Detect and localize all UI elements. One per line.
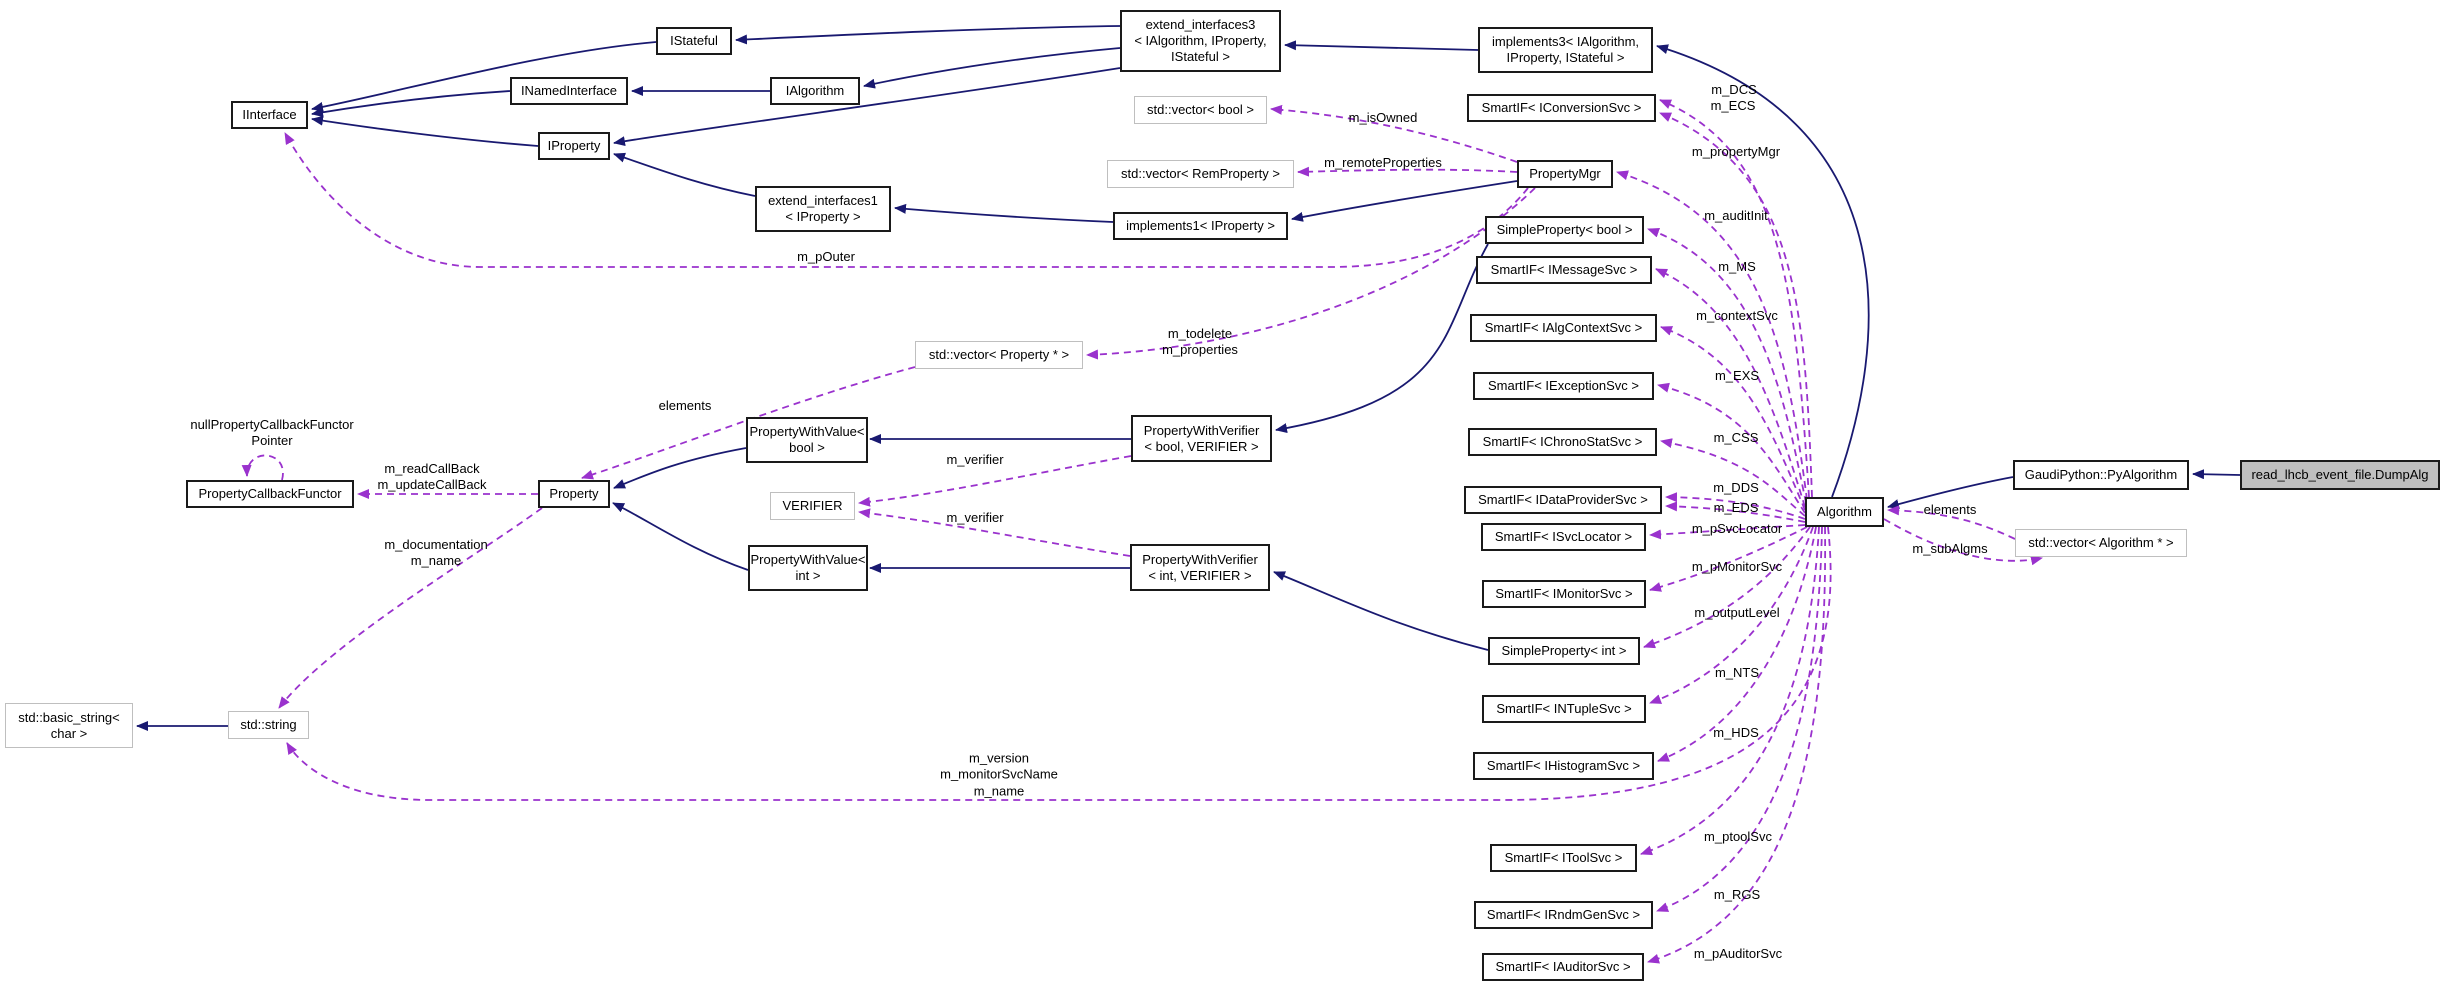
node-istateful[interactable]: IStateful	[656, 27, 732, 55]
node-std-vector-bool: std::vector< bool >	[1134, 96, 1267, 124]
edge-algorithm-isvclocator	[1649, 524, 1806, 540]
node-smartif-idataprovidersvc[interactable]: SmartIF< IDataProviderSvc >	[1464, 486, 1662, 514]
node-propertycallbackfunctor[interactable]: PropertyCallbackFunctor	[186, 480, 354, 508]
edge-dumpalg-pyalgorithm	[2192, 469, 2241, 480]
node-extend-interfaces3[interactable]: extend_interfaces3 < IAlgorithm, IProper…	[1120, 10, 1281, 72]
node-gaudipython-pyalgorithm[interactable]: GaudiPython::PyAlgorithm	[2013, 460, 2189, 490]
node-simpleproperty-int[interactable]: SimpleProperty< int >	[1488, 637, 1640, 665]
node-implements3[interactable]: implements3< IAlgorithm, IProperty, ISta…	[1478, 27, 1653, 73]
node-algorithm[interactable]: Algorithm	[1805, 497, 1884, 527]
edge-propertymgr-implements1	[1291, 180, 1518, 222]
node-smartif-ichronostatsvc[interactable]: SmartIF< IChronoStatSvc >	[1468, 428, 1657, 456]
edge-propertymgr-iinterface-mpouter	[284, 132, 1529, 268]
node-inamedinterface[interactable]: INamedInterface	[510, 77, 628, 105]
edge-propertymgr-vector_remproperty	[1297, 166, 1518, 177]
edge-algorithm-ihistogramsvc	[1657, 526, 1817, 762]
node-propertywithvalue-bool[interactable]: PropertyWithValue< bool >	[746, 417, 868, 463]
node-simpleproperty-bool[interactable]: SimpleProperty< bool >	[1485, 216, 1644, 244]
edge-algorithm-ichronostatsvc	[1660, 438, 1806, 517]
node-smartif-intuplesvc[interactable]: SmartIF< INTupleSvc >	[1482, 695, 1646, 723]
node-smartif-itoolsvc[interactable]: SmartIF< IToolSvc >	[1490, 844, 1637, 872]
edge-pyalgorithm-algorithm	[1887, 476, 2014, 509]
edge-pwvf_int-verifier	[858, 508, 1131, 557]
edge-algorithm-idataprovidersvc-meds	[1665, 501, 1806, 523]
node-std-vector-algorithm-ptr: std::vector< Algorithm * >	[2015, 529, 2187, 557]
edge-algorithm-imonitorsvc	[1649, 526, 1808, 592]
node-std-string: std::string	[228, 711, 309, 739]
node-smartif-imonitorsvc[interactable]: SmartIF< IMonitorSvc >	[1482, 580, 1646, 608]
edge-extend_interfaces3-ialgorithm	[863, 47, 1121, 89]
edge-inamedinterface-iinterface	[311, 90, 511, 118]
edge-simpleproperty_bool-pwvf_bool	[1275, 243, 1489, 434]
node-iinterface[interactable]: IInterface	[231, 101, 308, 129]
edge-algorithm-irndmgensvc	[1656, 526, 1823, 912]
edge-algorithm-simpleproperty_bool	[1647, 227, 1807, 504]
edge-implements1-extend_interfaces1	[894, 203, 1114, 223]
node-propertywithverifier-int[interactable]: PropertyWithVerifier < int, VERIFIER >	[1130, 544, 1270, 591]
edge-algorithm-vector_algorithm-msubalgms	[1883, 518, 2043, 566]
edge-extend_interfaces3-istateful	[735, 25, 1121, 45]
edge-algorithm-iexceptionsvc	[1657, 382, 1806, 514]
node-smartif-iexceptionsvc[interactable]: SmartIF< IExceptionSvc >	[1473, 372, 1654, 400]
edge-pwvf_bool-verifier	[858, 455, 1132, 507]
edge-vector_algorithm-algorithm-elements	[1887, 505, 2016, 540]
edge-extend_interfaces3-iproperty	[613, 67, 1121, 147]
edge-algorithm-imessagesvc	[1655, 268, 1806, 508]
edge-pwv_int-property	[612, 502, 749, 571]
node-std-basic-string-char: std::basic_string< char >	[5, 703, 133, 748]
edge-algorithm-itoolsvc	[1640, 526, 1820, 856]
edge-algorithm-idataprovidersvc-mdds	[1665, 492, 1806, 520]
node-smartif-iauditorsvc[interactable]: SmartIF< IAuditorSvc >	[1482, 953, 1644, 981]
node-smartif-imessagesvc[interactable]: SmartIF< IMessageSvc >	[1476, 256, 1652, 284]
node-smartif-irndmgensvc[interactable]: SmartIF< IRndmGenSvc >	[1474, 901, 1653, 929]
edge-propertymgr-vector_bool	[1270, 104, 1518, 163]
edge-algorithm-intuplesvc	[1649, 526, 1814, 704]
node-propertymgr[interactable]: PropertyMgr	[1517, 160, 1613, 188]
node-smartif-iconversionsvc[interactable]: SmartIF< IConversionSvc >	[1467, 94, 1656, 122]
edge-property-stdstring	[278, 507, 543, 709]
edge-algorithm-propertymgr	[1616, 170, 1808, 501]
node-propertywithverifier-bool[interactable]: PropertyWithVerifier < bool, VERIFIER >	[1131, 415, 1272, 462]
edge-istateful-iinterface	[311, 41, 657, 112]
edge-simpleproperty_int-pwvf_int	[1273, 571, 1489, 651]
edge-algorithm-implements3	[1656, 44, 1870, 498]
edge-pcf-self-loop	[241, 454, 284, 481]
node-smartif-ihistogramsvc[interactable]: SmartIF< IHistogramSvc >	[1473, 752, 1654, 780]
node-std-vector-property-ptr: std::vector< Property * >	[915, 341, 1083, 369]
node-smartif-ialgcontextsvc[interactable]: SmartIF< IAlgContextSvc >	[1470, 314, 1657, 342]
edge-algorithm-iauditorsvc	[1647, 526, 1827, 964]
node-property[interactable]: Property	[538, 480, 610, 508]
edge-pwv_bool-property	[613, 447, 747, 489]
node-verifier: VERIFIER	[770, 492, 855, 520]
node-read-lhcb-event-file-dumpalg: read_lhcb_event_file.DumpAlg	[2240, 460, 2440, 490]
node-propertywithvalue-int[interactable]: PropertyWithValue< int >	[748, 545, 868, 591]
edge-algorithm-stdstring	[286, 526, 1832, 801]
node-smartif-isvclocator[interactable]: SmartIF< ISvcLocator >	[1481, 523, 1646, 551]
edge-algorithm-iconversionsvc-mdcs	[1659, 99, 1810, 498]
node-std-vector-remproperty: std::vector< RemProperty >	[1107, 160, 1294, 188]
edge-vector_property-property-elements	[581, 366, 916, 480]
node-implements1[interactable]: implements1< IProperty >	[1113, 212, 1288, 240]
edge-iproperty-iinterface	[311, 115, 539, 147]
edge-algorithm-iconversionsvc-mecs	[1659, 112, 1813, 498]
edge-implements3-extend_interfaces3	[1284, 40, 1479, 51]
edge-extend_interfaces1-iproperty	[613, 152, 756, 197]
edge-algorithm-ialgcontextsvc	[1660, 326, 1806, 511]
node-extend-interfaces1[interactable]: extend_interfaces1 < IProperty >	[755, 186, 891, 232]
node-iproperty[interactable]: IProperty	[538, 132, 610, 160]
node-ialgorithm[interactable]: IAlgorithm	[770, 77, 860, 105]
